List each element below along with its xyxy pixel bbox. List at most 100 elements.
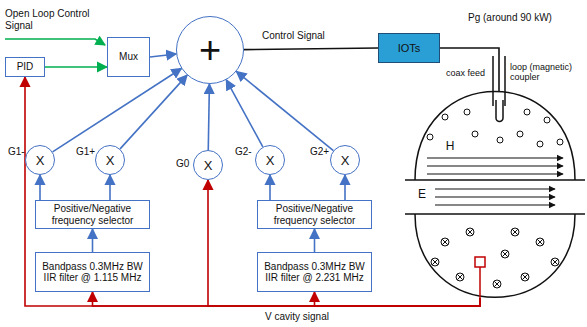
field-cross — [493, 280, 501, 288]
field-cross — [501, 250, 509, 258]
node-text: Bandpass 0.3MHz BW IIR filter @ 2.231 MH… — [261, 261, 368, 284]
node-text: Positive/Negative frequency selector — [261, 203, 368, 226]
field-cross — [456, 273, 464, 281]
open-loop-wire — [5, 39, 105, 45]
node-text: Bandpass 0.3MHz BW IIR filter @ 1.115 MH… — [39, 261, 146, 284]
drawing-part — [432, 259, 438, 265]
node-text: Mux — [119, 51, 138, 63]
drawing-part — [467, 229, 473, 235]
node-text: X — [36, 154, 45, 167]
cavity-wall — [415, 92, 575, 181]
drawing-part — [456, 273, 464, 281]
selector-box: Positive/Negative frequency selector — [257, 200, 372, 229]
multiplier-circle: X — [25, 145, 55, 175]
iot-amplifier: IOTs — [378, 33, 440, 63]
field-dot — [544, 117, 550, 123]
field-arrow — [427, 173, 563, 174]
drawing-part — [537, 239, 543, 245]
signal-connector — [92, 229, 94, 252]
field-dot — [427, 134, 433, 140]
gain-label-box: G1- — [8, 146, 25, 158]
field-cross — [521, 273, 529, 281]
edge-label-box: Control Signal — [262, 30, 325, 42]
field-arrow — [427, 165, 563, 166]
drawing-part — [512, 229, 518, 235]
gain-label-box: G1+ — [76, 146, 95, 158]
drawing-part — [552, 259, 558, 265]
field-arrow — [435, 188, 555, 189]
filter-box: Bandpass 0.3MHz BW IIR filter @ 2.231 MH… — [257, 252, 372, 292]
part-label: loop (magnetic) coupler — [510, 62, 574, 83]
signal-connector — [45, 66, 107, 68]
multiplier-circle: X — [95, 145, 125, 175]
node-text: + — [199, 31, 221, 69]
drawing-part — [441, 238, 449, 246]
field-dot — [524, 109, 530, 115]
node-text: X — [341, 154, 350, 167]
edge-label-box: Pg (around 90 kW) — [468, 12, 552, 24]
drawing-part — [431, 258, 439, 266]
field-cross — [551, 258, 559, 266]
signal-label: V cavity signal — [265, 311, 329, 323]
field-dot — [472, 131, 478, 137]
signal-connector — [208, 84, 209, 150]
drawing-part — [502, 251, 508, 257]
signal-connector — [440, 48, 499, 92]
cavity-wall — [415, 214, 575, 297]
signal-connector — [208, 180, 480, 306]
drawing-part — [457, 274, 463, 280]
part-label: coax feed — [446, 68, 485, 78]
signal-connector — [39, 175, 41, 200]
drawing-part — [511, 228, 519, 236]
field-cross — [536, 238, 544, 246]
drawing-part — [536, 238, 544, 246]
signal-connector — [109, 175, 111, 200]
filter-box: Bandpass 0.3MHz BW IIR filter @ 1.115 MH… — [35, 252, 150, 292]
node-text: Positive/Negative frequency selector — [39, 203, 146, 226]
cavity-outline — [405, 92, 585, 298]
pickup-wire — [479, 267, 481, 298]
signal-connector — [53, 68, 182, 151]
field-arrow — [435, 196, 555, 197]
node-text: X — [204, 159, 213, 172]
signal-connector — [236, 71, 333, 150]
gain-label: G2+ — [310, 146, 329, 158]
signal-connector — [120, 75, 187, 149]
gain-label: G1+ — [76, 146, 95, 158]
multiplier-circle: X — [330, 145, 360, 175]
signal-label: Control Signal — [262, 30, 325, 42]
signal-connector — [244, 48, 378, 50]
field-arrow — [435, 204, 555, 205]
field-cross — [511, 228, 519, 236]
gain-label: G2- — [235, 146, 252, 158]
beam-pipe — [405, 179, 585, 181]
beam-pipe — [405, 213, 585, 215]
drawing-part — [442, 239, 448, 245]
node-text: IOTs — [398, 42, 421, 55]
drawing-part — [551, 258, 559, 266]
node-text: PID — [17, 61, 34, 73]
drawing-part — [521, 273, 529, 281]
field-cross — [466, 228, 474, 236]
signal-connector — [25, 77, 480, 306]
signal-connector — [93, 292, 481, 306]
field-cross — [441, 238, 449, 246]
mux-box: Mux — [107, 37, 150, 77]
signal-connector — [150, 54, 176, 57]
signal-connector — [269, 175, 271, 200]
field-dot — [537, 141, 543, 147]
field-dot — [442, 114, 448, 120]
field-label: E — [415, 188, 429, 202]
gain-label-box: G2- — [235, 146, 252, 158]
gain-label: G0 — [176, 158, 189, 170]
drawing-part — [494, 281, 500, 287]
signal-label: Pg (around 90 kW) — [468, 12, 552, 24]
signal-connector — [315, 292, 481, 306]
node-text: X — [266, 154, 275, 167]
gain-label: G1- — [8, 146, 25, 158]
field-dot — [497, 137, 503, 143]
loop-coupler — [496, 100, 503, 122]
field-cross — [431, 258, 439, 266]
signal-label-box: V cavity signal — [265, 311, 329, 323]
